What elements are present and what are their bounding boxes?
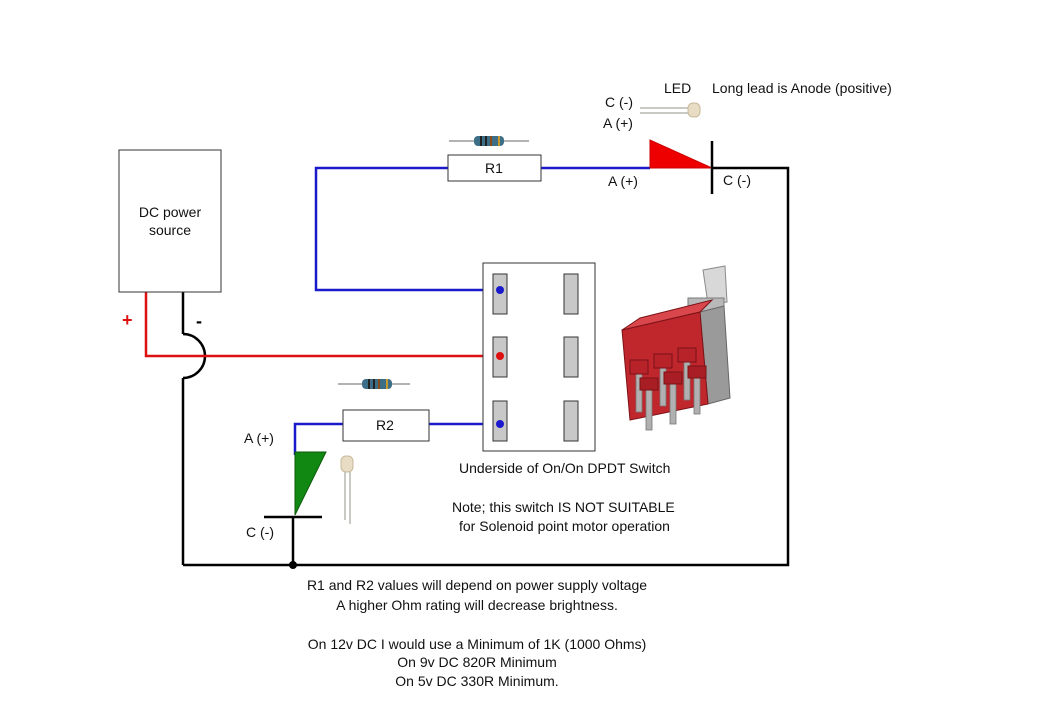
negative-sign: -: [196, 311, 202, 331]
switch-connection-dot-blue: [496, 286, 504, 294]
led-polarity-note: Long lead is Anode (positive): [712, 80, 892, 96]
r2-label: R2: [376, 417, 394, 433]
footer-line-1: R1 and R2 values will depend on power su…: [307, 577, 647, 593]
switch-pin: [563, 400, 579, 442]
led-title: LED: [664, 80, 691, 96]
wire-black-return: [183, 166, 790, 567]
led-legend-anode: A (+): [603, 115, 633, 131]
switch-pin: [563, 273, 579, 315]
r1-label: R1: [485, 160, 503, 176]
toggle-switch-photo: [621, 265, 731, 431]
power-source-box: [118, 149, 222, 293]
switch-pin: [563, 336, 579, 378]
led-bottom-photo: [340, 455, 354, 524]
led-bottom-triangle: [294, 451, 327, 516]
led-top-photo: [640, 102, 701, 118]
switch-connection-dot-blue: [496, 420, 504, 428]
led-top-triangle: [649, 139, 713, 169]
wire-blue-r2: [293, 422, 343, 455]
led-top-anode-label: A (+): [608, 173, 638, 189]
led-legend-cathode: C (-): [605, 94, 633, 110]
r1-box: [447, 154, 542, 182]
power-source-label-1: DC power: [139, 204, 202, 220]
r2-box: [342, 409, 430, 442]
wire-blue-r1: [314, 166, 500, 292]
r2-resistor-photo: [338, 379, 410, 389]
led-bottom-cathode-label: C (-): [246, 524, 274, 540]
switch-caption: Underside of On/On DPDT Switch: [459, 460, 670, 476]
switch-note-line1: Note; this switch IS NOT SUITABLE: [452, 499, 675, 515]
wire-red-positive: [144, 292, 500, 358]
led-bottom-anode-label: A (+): [244, 430, 274, 446]
footer-line-3: On 12v DC I would use a Minimum of 1K (1…: [308, 636, 646, 652]
ground-junction-dot: [289, 561, 297, 569]
footer-line-2: A higher Ohm rating will decrease bright…: [336, 597, 618, 613]
positive-sign: +: [122, 310, 133, 330]
r1-resistor-photo: [449, 136, 529, 146]
footer-line-4: On 9v DC 820R Minimum: [397, 654, 557, 670]
switch-connection-dot-red: [496, 352, 504, 360]
led-top-cathode-label: C (-): [723, 172, 751, 188]
footer-line-5: On 5v DC 330R Minimum.: [395, 673, 558, 689]
switch-note-line2: for Solenoid point motor operation: [459, 518, 670, 534]
power-source-label-2: source: [149, 222, 191, 238]
